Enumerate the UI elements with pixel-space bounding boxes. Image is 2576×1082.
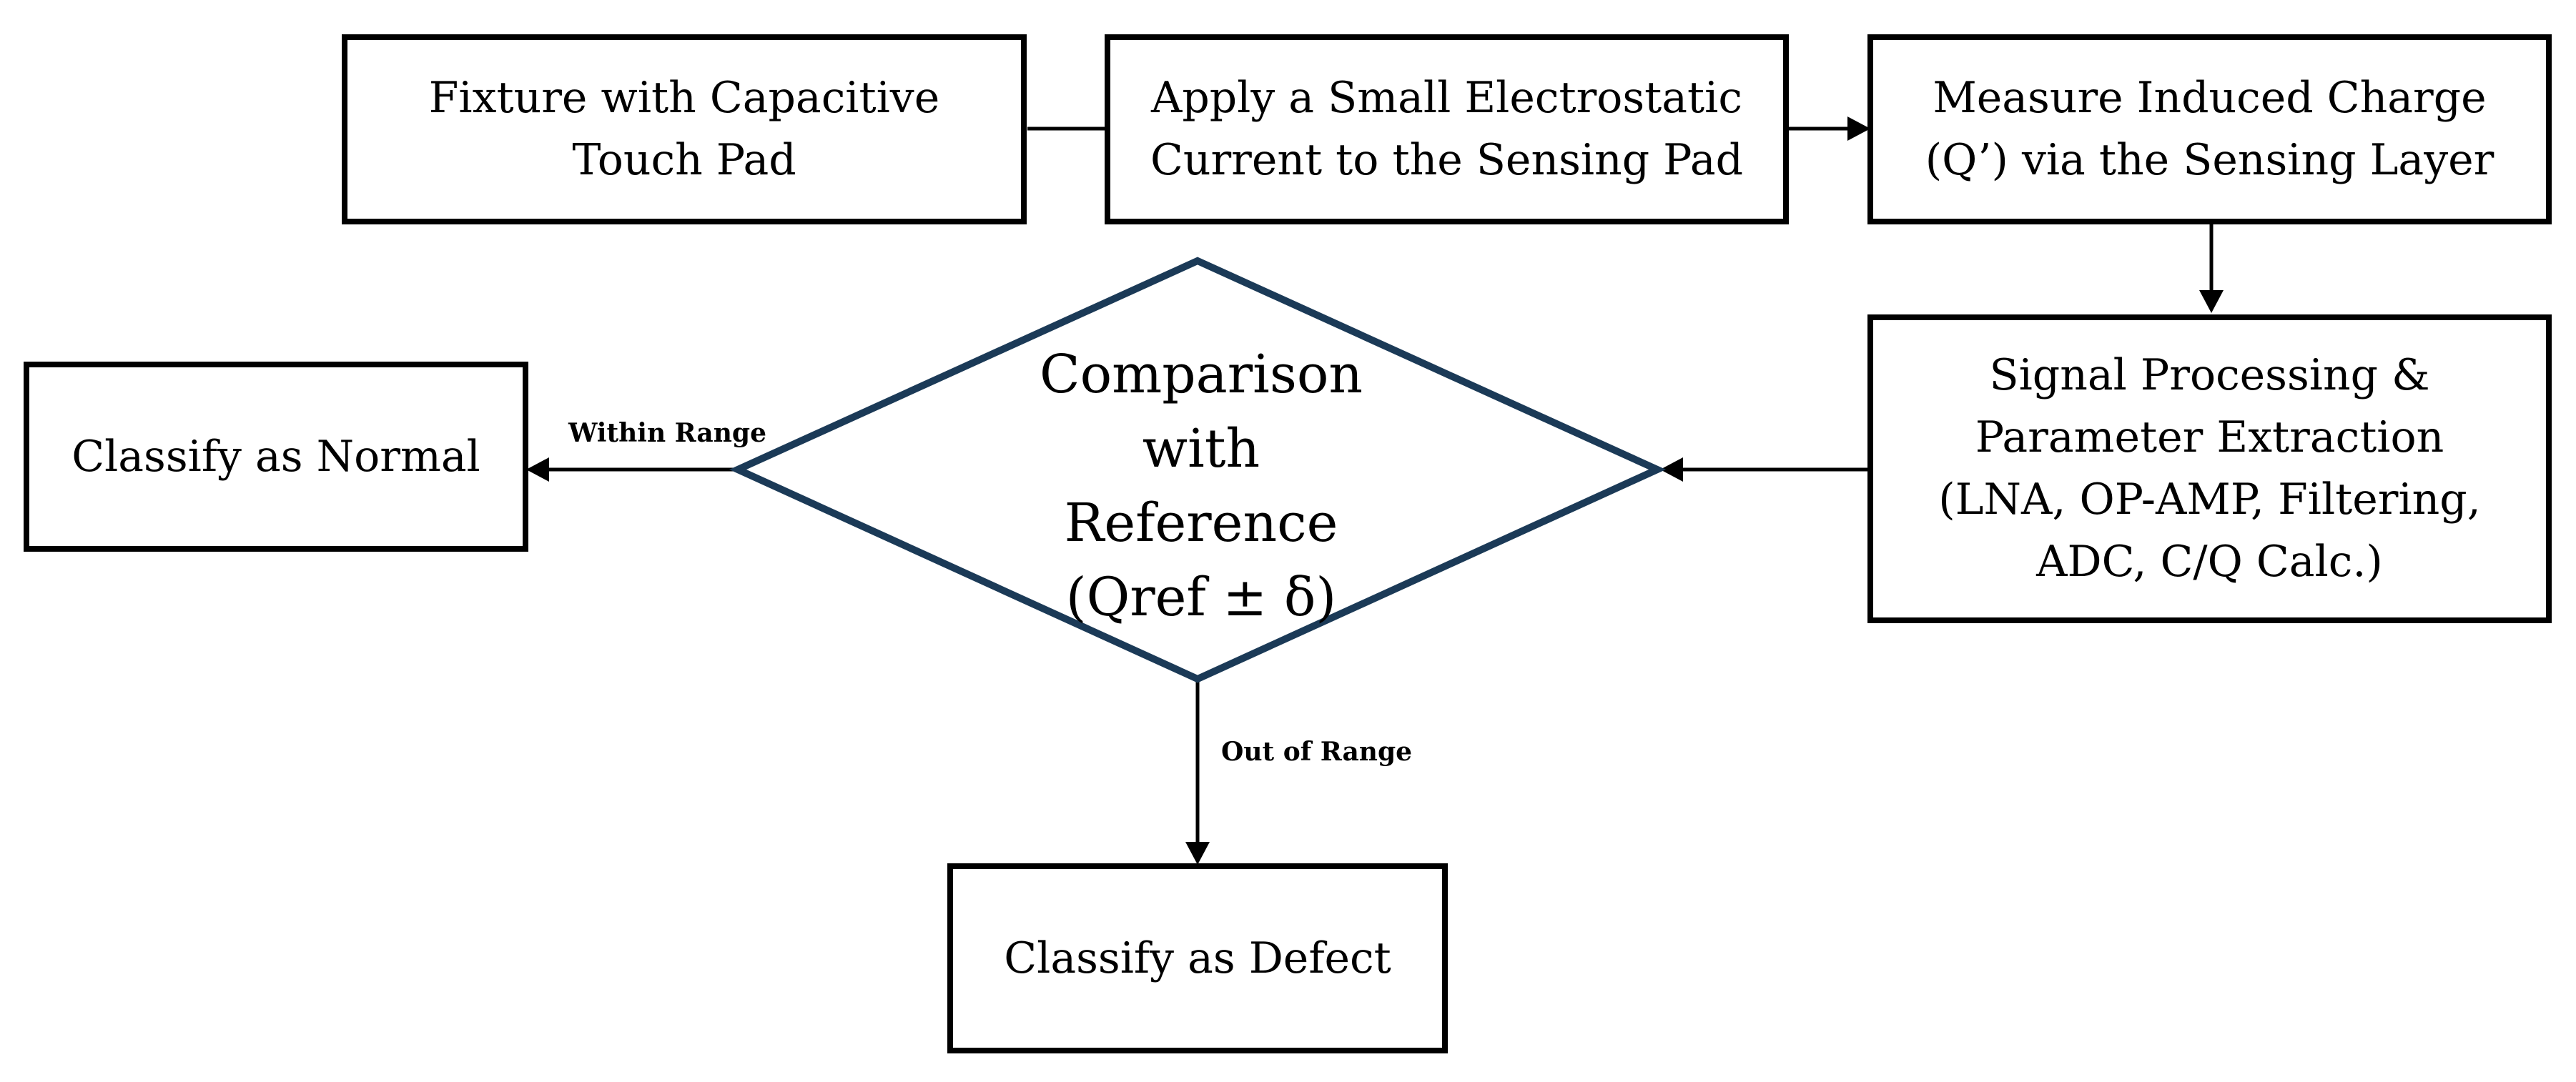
arrowhead-signal-to-comparison — [1660, 457, 1683, 482]
normal-box: Classify as Normal — [24, 362, 528, 552]
out-of-range-label: Out of Range — [1221, 737, 1413, 767]
measure-charge-box: Measure Induced Charge (Q’) via the Sens… — [1867, 34, 2552, 224]
comparison-diamond — [729, 257, 1667, 683]
arrowhead-measure-to-signal — [2199, 290, 2224, 313]
comparison-label: Comparison with Reference (Qref ± δ) — [1039, 344, 1363, 628]
signal-processing-label: Signal Processing & Parameter Extraction… — [1938, 350, 2481, 587]
arrowhead-apply-to-measure — [1847, 116, 1870, 141]
apply-current-box: Apply a Small Electrostatic Current to t… — [1105, 34, 1789, 224]
fixture-box: Fixture with Capacitive Touch Pad — [342, 34, 1027, 224]
arrowhead-comparison-to-normal — [526, 457, 549, 482]
fixture-label: Fixture with Capacitive Touch Pad — [428, 73, 940, 185]
signal-processing-box: Signal Processing & Parameter Extraction… — [1867, 314, 2552, 623]
normal-label: Classify as Normal — [71, 431, 480, 482]
defect-label: Classify as Defect — [1004, 933, 1391, 983]
within-range-label: Within Range — [568, 418, 766, 448]
defect-box: Classify as Defect — [947, 863, 1448, 1053]
arrowhead-comparison-to-defect — [1185, 842, 1210, 865]
measure-charge-label: Measure Induced Charge (Q’) via the Sens… — [1925, 73, 2494, 185]
apply-current-label: Apply a Small Electrostatic Current to t… — [1150, 73, 1744, 185]
